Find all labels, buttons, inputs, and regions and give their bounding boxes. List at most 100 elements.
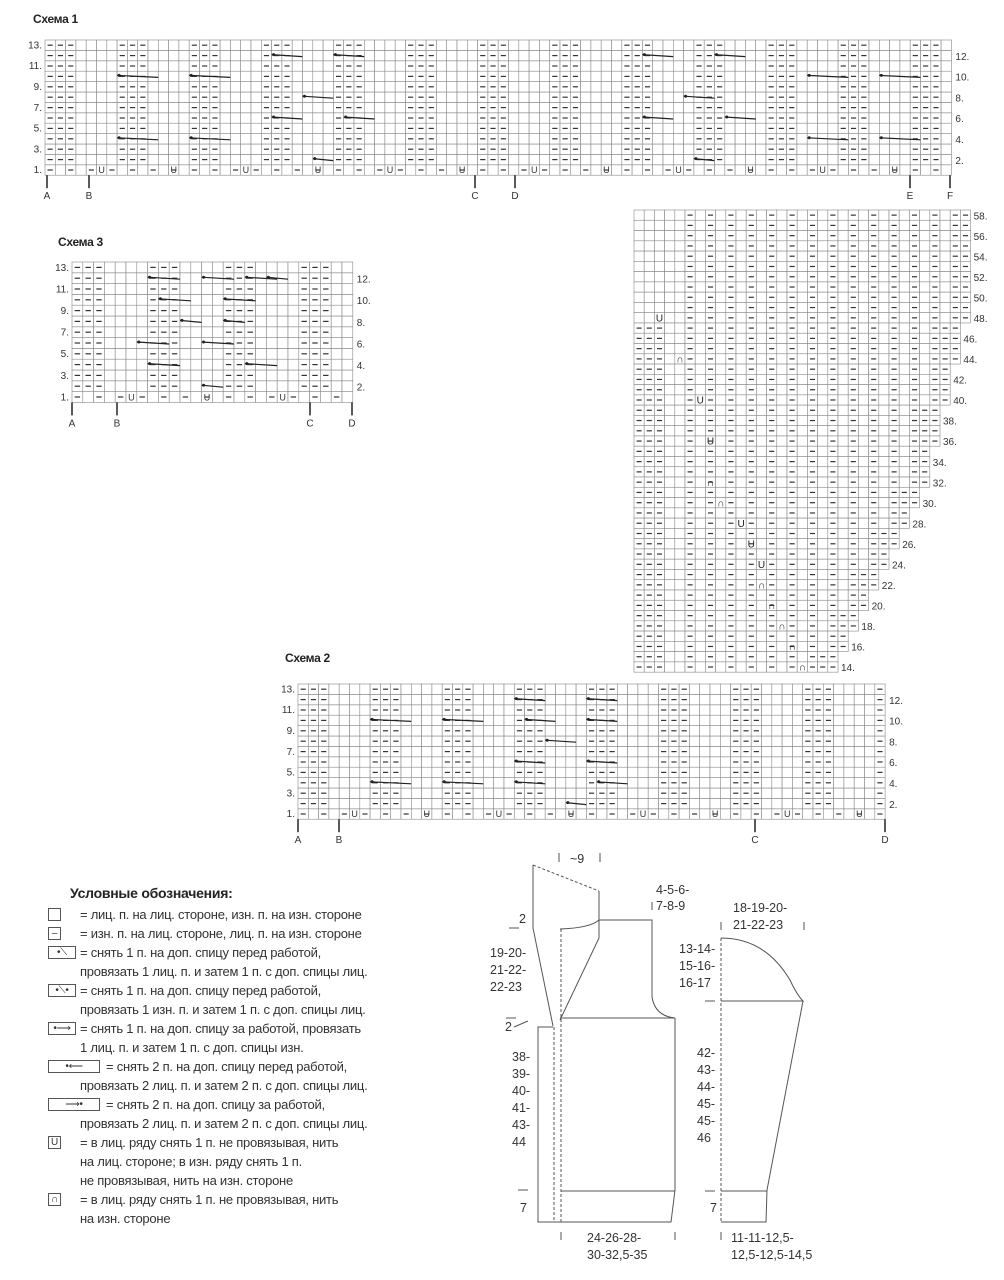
chart-cell [647,746,659,758]
chart-cell [611,91,623,103]
chart-cell [672,60,684,72]
chart-cell [837,281,849,293]
chart-cell [715,291,727,303]
chart-cell [363,102,375,114]
chart-cell [539,154,551,166]
chart-cell [590,91,602,103]
chart-cell [384,154,396,166]
chart-cell [158,102,169,114]
chart-cell [654,250,665,262]
chart-cell [466,91,478,103]
chart-cell [466,102,478,114]
chart-cell [330,304,343,317]
chart-cell [611,50,623,62]
chart-cell [939,281,951,293]
column-marker-label: E [907,191,914,202]
chart-cell [674,291,686,303]
chart-cell [421,683,433,695]
chart-cell [889,112,901,124]
chart-cell [302,81,314,93]
chart-cell [338,798,350,810]
chart-cell [858,343,869,355]
chart-cell [580,81,592,93]
chart-cell [508,164,520,176]
chart-cell [817,374,829,385]
chart-cell [864,777,876,789]
chart-cell [919,353,931,365]
chart-cell [755,60,767,72]
chart-cell [503,683,515,695]
chart-cell [627,704,639,716]
chart-cell [555,798,567,810]
chart-cell [266,348,278,360]
chart-cell [363,164,375,176]
chart-cell [446,102,458,114]
chart-cell [658,808,670,820]
chart-cell [349,766,361,778]
row-label: 10. [955,73,969,84]
chart-cell [528,70,540,82]
chart-cell [664,538,676,550]
chart-cell [776,261,788,272]
chart-cell [781,798,793,810]
chart-cell [674,281,686,293]
chart-cell [518,91,530,103]
chart-cell [898,291,910,303]
chart-cell [694,230,706,242]
chart-cell [878,164,890,176]
chart-cell [627,756,639,768]
chart-cell [755,122,767,134]
chart-cell [878,209,890,221]
chart-cell [363,91,375,103]
chart-cell [781,746,793,758]
chart-cell [796,122,808,134]
chart-cell [771,777,783,789]
chart-cell [410,714,422,726]
chart-cell [190,348,202,360]
chart-cell [796,507,808,519]
chart-cell [85,133,97,145]
chart-cell [756,466,767,478]
chart-cell [837,302,849,313]
chart-cell [833,714,845,726]
chart-cell [868,112,880,124]
chart-cell [212,315,224,328]
chart-cell [633,261,645,272]
slip-stitch-mark: U [496,809,503,819]
chart-cell [647,725,659,737]
chart-cell [664,291,676,303]
chart-cell [674,466,686,478]
chart-cell [643,302,655,313]
chart-cell [431,766,443,778]
chart-cell [864,714,876,726]
chart-cell [446,122,458,134]
chart-cell [940,39,952,51]
chart-cell [565,714,577,726]
chart-cell [287,315,300,328]
chart-cell [493,704,505,716]
chart-cell [125,283,138,295]
chart-cell [878,219,890,231]
chart-cell [158,81,169,93]
chart-cell [125,326,138,338]
chart-cell [312,102,324,114]
chart-cell [328,694,340,706]
chart-cell [868,154,880,166]
column-marker-label: A [44,191,51,202]
chart-cell [719,808,731,820]
chart-cell [555,704,567,716]
chart-cell [776,435,788,447]
chart-cell [858,538,869,550]
chart-cell [555,683,567,695]
row-label: 10. [889,717,903,728]
chart-cell [761,787,773,799]
chart-cell [539,60,551,72]
chart-cell [555,808,567,820]
chart-cell [106,70,118,82]
chart-cell [250,70,262,82]
chart-cell [147,60,159,72]
chart-cell [291,81,303,93]
chart-cell [328,756,340,768]
chart-cell [796,404,808,416]
chart-cell [647,694,659,706]
